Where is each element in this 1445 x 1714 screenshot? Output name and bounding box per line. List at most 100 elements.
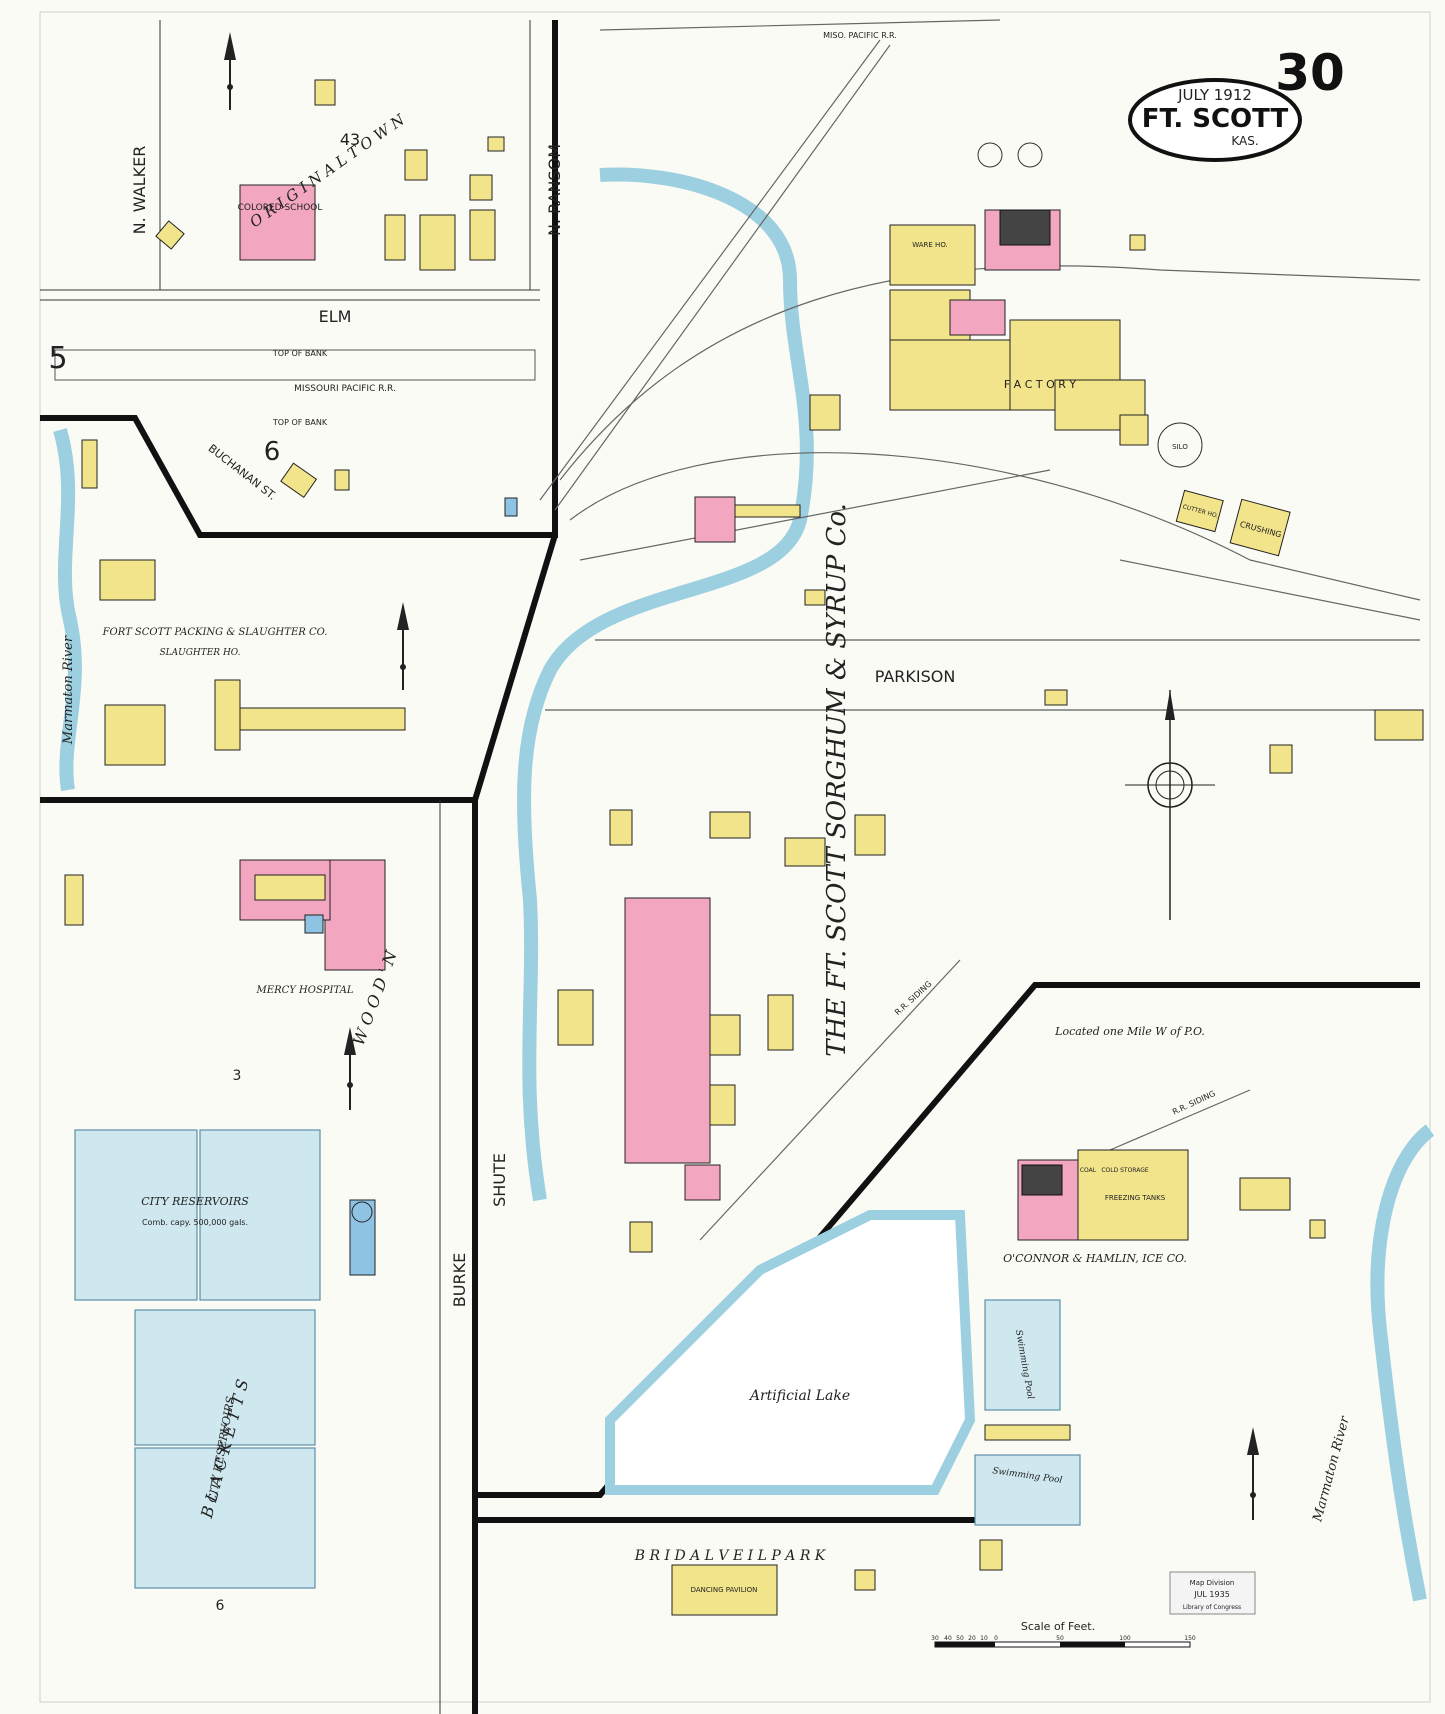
dwelling-5 [404,149,428,181]
located-label: Located one Mile W of P.O. [1054,1025,1205,1038]
engine-ho [949,299,1006,336]
foundry-wing [709,1014,741,1056]
marmaton-river-right [1370,1124,1435,1602]
reservoir-1a [74,1129,198,1301]
factory-label: F A C T O R Y [1004,378,1077,391]
dancing-pavilion [671,1564,778,1616]
rr-bank [54,349,536,381]
creek [517,167,814,1202]
artificial-lake [605,1210,976,1495]
mercy-annex [304,914,324,934]
street-shute: SHUTE [490,1153,509,1207]
bridal-veil-park-label: B R I D A L V E I L P A R K [634,1548,827,1564]
dressing-ho [984,1424,1071,1441]
shipping-room [889,339,1011,411]
scale-tick-1: 40 [944,1635,952,1642]
scale-tick-4: 10 [980,1635,988,1642]
dwelling-3 [419,214,456,271]
freezing-tanks-label: FREEZING TANKS [1105,1194,1166,1202]
scale-label: Scale of Feet. [1021,1620,1095,1633]
top-of-bank-2: TOP OF BANK [272,418,328,427]
mercy-hospital-label: MERCY HOSPITAL [256,985,354,996]
dwelling-ab [1374,709,1424,741]
slaughter-ho-2 [104,704,166,766]
city-reservoirs-1-cap: Comb. capy. 500,000 gals. [142,1218,248,1227]
scale-tick-0: 30 [931,1635,939,1642]
dwelling-7 [280,462,318,498]
rail-7 [579,469,1051,561]
dwelling-d [1269,744,1293,774]
north-arrow-1 [224,32,236,110]
scale-tick-7: 100 [1119,1635,1131,1642]
stamp-line1: Map Division [1190,1579,1235,1587]
scale-tick-8: 150 [1184,1635,1196,1642]
shed-ice-1 [1239,1177,1291,1211]
block-6b: 6 [216,1598,225,1614]
shed-blue [504,497,518,517]
shed-h [709,811,751,839]
dwelling-1 [155,220,185,250]
rr-siding-2 [1109,1089,1251,1151]
silo-label: SILO [1172,443,1188,451]
reservoir-1b [199,1129,321,1301]
scale-bar: Scale of Feet. 30 40 50 20 10 0 50 100 1… [931,1620,1196,1648]
shed-1 [487,136,505,152]
cartouche-city: FT. SCOTT [1142,104,1289,134]
map-border [39,11,1431,1703]
rail-4 [559,265,1421,481]
dwelling-6 [469,174,493,201]
cartouche-date: JULY 1912 [1177,86,1252,104]
shed-3 [81,439,98,489]
ware-ho-label: WARE HO. [912,241,948,249]
foundry-annex [684,1164,721,1201]
artificial-lake-label: Artificial Lake [748,1388,850,1404]
wc-1 [314,79,336,106]
colored-school-label: COLORED SCHOOL [238,203,323,213]
scale-tick-6: 50 [1056,1635,1064,1642]
colored-school-building [239,184,316,261]
silo [1157,422,1203,468]
road-block-top [40,20,558,538]
syrup-tank-1 [977,142,1003,168]
block-6a: 6 [264,437,281,467]
ware-ho-2 [694,496,736,543]
north-arrow-4 [1247,1427,1259,1520]
block-3: 3 [233,1068,242,1084]
swimming-pool-2 [974,1454,1081,1526]
boilers [999,209,1051,246]
marmaton-left-label: Marmaton River [61,635,76,745]
shed-6 [767,994,794,1051]
mercy-hospital-main [324,859,386,971]
adjoining-sheet-5: 5 [48,341,67,376]
packing-co-label: FORT SCOTT PACKING & SLAUGHTER CO. [102,627,328,638]
reservoir-2b [134,1447,316,1589]
road-park-edge [472,1495,1070,1523]
rr-mo-pacific: MISSOURI PACIFIC R.R. [294,384,396,394]
north-arrow-2 [397,602,409,690]
street-elm: ELM [319,307,352,326]
street-parkison: PARKISON [875,667,956,686]
compass-rose [1125,690,1215,920]
mercy-porch [254,874,326,901]
stamp-line2: JUL 1935 [1193,1590,1230,1599]
rail-2 [554,44,891,511]
scale-tick-3: 20 [968,1635,976,1642]
cutter-ho [1175,489,1224,533]
dancing-pavilion-label: DANCING PAVILION [691,1586,758,1594]
dwelling-k [854,814,886,856]
cartouche-state: KAS. [1231,134,1258,148]
shed-c [1309,1219,1326,1239]
swimming-pool-1 [984,1299,1061,1411]
rail-5 [569,452,1421,601]
scale-tick-2: 50 [956,1635,964,1642]
slaughter-ho-3 [214,679,241,751]
stamp-line3: Library of Congress [1183,1604,1241,1611]
scale-tick-5: 0 [994,1635,998,1642]
rr-siding-1 [699,959,961,1241]
shed-7 [609,809,633,846]
street-burke: BURKE [450,1253,469,1307]
shed-f [804,589,826,606]
platform [734,504,801,518]
rail-6 [1119,559,1421,621]
